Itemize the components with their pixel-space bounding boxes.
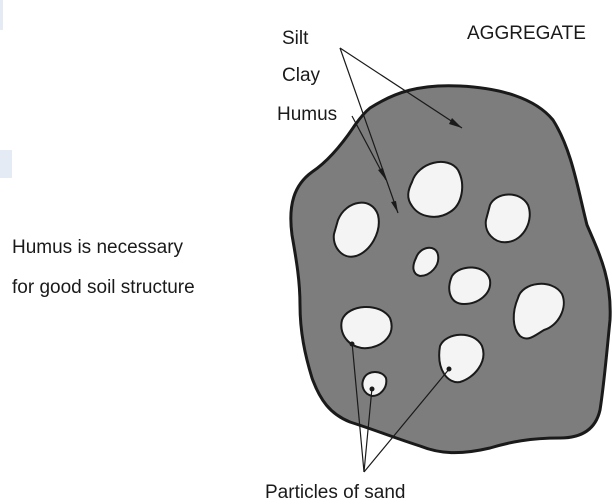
- note-line-2: for good soil structure: [12, 277, 195, 298]
- aggregate-label: AGGREGATE: [467, 23, 586, 44]
- aggregate-shape: [291, 86, 610, 453]
- component-label-clay: Clay: [282, 65, 321, 86]
- watermark-remnant-mid: [0, 150, 12, 178]
- watermark-remnant-top: [0, 0, 3, 30]
- component-label-silt: Silt: [282, 28, 309, 49]
- sand-arrowhead-3: [447, 367, 452, 372]
- sand-particle-7: [341, 307, 391, 348]
- component-label-humus: Humus: [277, 104, 337, 125]
- sand-label: Particles of sand: [265, 482, 405, 503]
- sand-arrowhead-2: [370, 387, 375, 392]
- sand-arrowhead-1: [350, 342, 355, 347]
- note-line-1: Humus is necessary: [12, 237, 184, 258]
